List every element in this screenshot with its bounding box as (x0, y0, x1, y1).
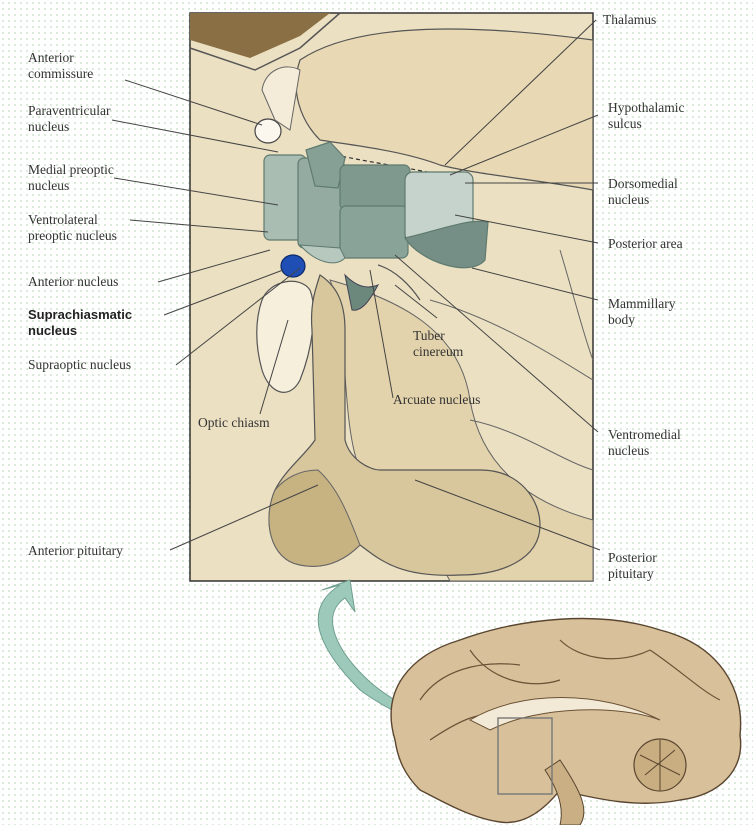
label-posterior-area: Posterior area (608, 236, 683, 252)
label-anterior-nucleus: Anterior nucleus (28, 274, 118, 290)
label-tuber-cinereum: Tuber cinereum (413, 328, 463, 360)
detail-panel (112, 13, 600, 581)
label-ventromedial-nucleus: Ventromedial nucleus (608, 427, 681, 459)
label-anterior-commissure: Anterior commissure (28, 50, 93, 82)
label-medial-preoptic-nucleus: Medial preoptic nucleus (28, 162, 114, 194)
label-paraventricular-nucleus: Paraventricular nucleus (28, 103, 110, 135)
label-posterior-pituitary: Posterior pituitary (608, 550, 657, 582)
label-mammillary-body: Mammillary body (608, 296, 676, 328)
label-ventrolateral-preoptic-nucleus: Ventrolateral preoptic nucleus (28, 212, 117, 244)
label-hypothalamic-sulcus: Hypothalamic sulcus (608, 100, 684, 132)
label-arcuate-nucleus: Arcuate nucleus (393, 392, 480, 408)
label-anterior-pituitary: Anterior pituitary (28, 543, 123, 559)
label-supraoptic-nucleus: Supraoptic nucleus (28, 357, 131, 373)
brain-illustration (391, 619, 741, 825)
label-dorsomedial-nucleus: Dorsomedial nucleus (608, 176, 678, 208)
anterior-commissure (255, 119, 281, 143)
label-suprachiasmatic-nucleus: Suprachiasmatic nucleus (28, 307, 132, 339)
label-optic-chiasm: Optic chiasm (198, 415, 270, 431)
label-thalamus: Thalamus (603, 12, 656, 28)
